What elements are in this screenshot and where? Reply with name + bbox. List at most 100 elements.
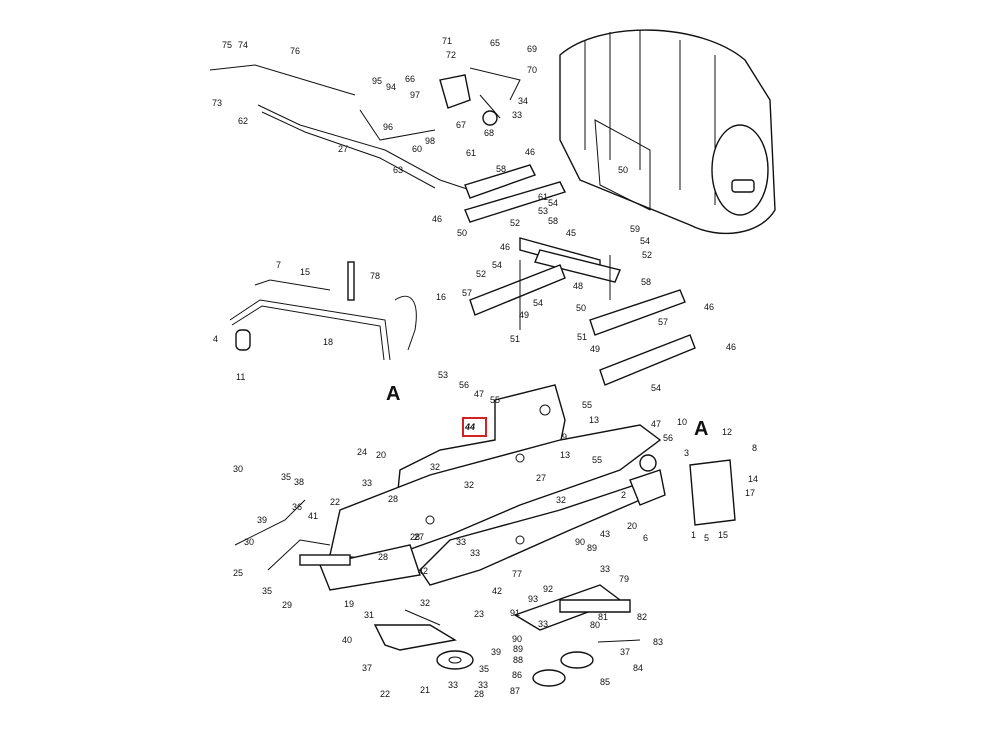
part-number-4: 4 xyxy=(213,334,218,344)
part-number-22: 22 xyxy=(380,689,390,699)
part-number-16: 16 xyxy=(436,292,446,302)
part-number-78: 78 xyxy=(370,271,380,281)
part-number-32: 32 xyxy=(430,462,440,472)
part-number-33: 33 xyxy=(512,110,522,120)
part-number-56: 56 xyxy=(459,380,469,390)
part-number-5: 5 xyxy=(704,533,709,543)
part-number-82: 82 xyxy=(637,612,647,622)
highlight-box xyxy=(462,417,487,437)
part-number-73: 73 xyxy=(212,98,222,108)
part-number-59: 59 xyxy=(630,224,640,234)
part-number-30: 30 xyxy=(244,537,254,547)
reference-letter-a: A xyxy=(694,418,708,440)
part-number-63: 63 xyxy=(393,165,403,175)
part-number-33: 33 xyxy=(600,564,610,574)
part-number-97: 97 xyxy=(410,90,420,100)
part-number-52: 52 xyxy=(642,250,652,260)
part-number-62: 62 xyxy=(238,116,248,126)
part-number-53: 53 xyxy=(538,206,548,216)
part-number-35: 35 xyxy=(281,472,291,482)
part-number-51: 51 xyxy=(510,334,520,344)
lift-handle-assembly xyxy=(229,261,417,361)
part-number-66: 66 xyxy=(405,74,415,84)
part-number-89: 89 xyxy=(587,543,597,553)
part-number-46: 46 xyxy=(500,242,510,252)
part-number-41: 41 xyxy=(308,511,318,521)
part-number-29: 29 xyxy=(282,600,292,610)
part-number-67: 67 xyxy=(456,120,466,130)
main-frame xyxy=(319,384,662,591)
part-number-31: 31 xyxy=(364,610,374,620)
part-number-74: 74 xyxy=(238,40,248,50)
part-number-98: 98 xyxy=(425,136,435,146)
part-number-18: 18 xyxy=(323,337,333,347)
part-number-14: 14 xyxy=(748,474,758,484)
part-number-93: 93 xyxy=(528,594,538,604)
part-number-7: 7 xyxy=(276,260,281,270)
part-number-96: 96 xyxy=(383,122,393,132)
part-number-33: 33 xyxy=(456,537,466,547)
part-number-15: 15 xyxy=(300,267,310,277)
part-number-54: 54 xyxy=(640,236,650,246)
part-number-20: 20 xyxy=(376,450,386,460)
part-number-77: 77 xyxy=(512,569,522,579)
part-number-38: 38 xyxy=(294,477,304,487)
part-number-49: 49 xyxy=(590,344,600,354)
part-number-10: 10 xyxy=(677,417,687,427)
part-number-92: 92 xyxy=(543,584,553,594)
part-number-52: 52 xyxy=(476,269,486,279)
part-number-28: 28 xyxy=(474,689,484,699)
part-number-12: 12 xyxy=(722,427,732,437)
pivot-bracket xyxy=(629,454,736,526)
part-number-21: 21 xyxy=(420,685,430,695)
part-number-57: 57 xyxy=(658,317,668,327)
part-number-94: 94 xyxy=(386,82,396,92)
part-number-23: 23 xyxy=(474,609,484,619)
part-number-56: 56 xyxy=(663,433,673,443)
part-number-42: 42 xyxy=(418,566,428,576)
part-number-32: 32 xyxy=(556,495,566,505)
part-number-55: 55 xyxy=(592,455,602,465)
part-number-37: 37 xyxy=(620,647,630,657)
part-number-27: 27 xyxy=(338,144,348,154)
mid-brackets xyxy=(469,237,696,386)
left-shaft xyxy=(234,499,351,571)
part-number-46: 46 xyxy=(704,302,714,312)
part-number-27: 27 xyxy=(536,473,546,483)
part-number-61: 61 xyxy=(538,192,548,202)
part-number-91: 91 xyxy=(510,608,520,618)
part-number-15: 15 xyxy=(718,530,728,540)
part-number-13: 13 xyxy=(589,415,599,425)
part-number-44: 44 xyxy=(464,422,475,432)
part-number-54: 54 xyxy=(533,298,543,308)
pulley-assembly xyxy=(373,584,641,687)
part-number-81: 81 xyxy=(598,612,608,622)
part-number-46: 46 xyxy=(726,342,736,352)
part-number-43: 43 xyxy=(600,529,610,539)
part-number-50: 50 xyxy=(457,228,467,238)
part-number-48: 48 xyxy=(573,281,583,291)
part-number-72: 72 xyxy=(446,50,456,60)
part-number-71: 71 xyxy=(442,36,452,46)
part-number-20: 20 xyxy=(627,521,637,531)
part-number-70: 70 xyxy=(527,65,537,75)
part-number-22: 22 xyxy=(330,497,340,507)
part-number-8: 8 xyxy=(752,443,757,453)
part-number-55: 55 xyxy=(490,395,500,405)
part-number-51: 51 xyxy=(577,332,587,342)
part-number-33: 33 xyxy=(448,680,458,690)
part-number-80: 80 xyxy=(590,620,600,630)
part-number-28: 28 xyxy=(388,494,398,504)
part-number-27: 27 xyxy=(414,532,424,542)
part-number-47: 47 xyxy=(474,389,484,399)
part-number-79: 79 xyxy=(619,574,629,584)
part-number-60: 60 xyxy=(412,144,422,154)
part-number-90: 90 xyxy=(512,634,522,644)
part-number-30: 30 xyxy=(233,464,243,474)
part-number-89: 89 xyxy=(513,644,523,654)
part-number-90: 90 xyxy=(575,537,585,547)
upper-linkage xyxy=(209,64,566,223)
part-number-58: 58 xyxy=(641,277,651,287)
part-number-54: 54 xyxy=(651,383,661,393)
